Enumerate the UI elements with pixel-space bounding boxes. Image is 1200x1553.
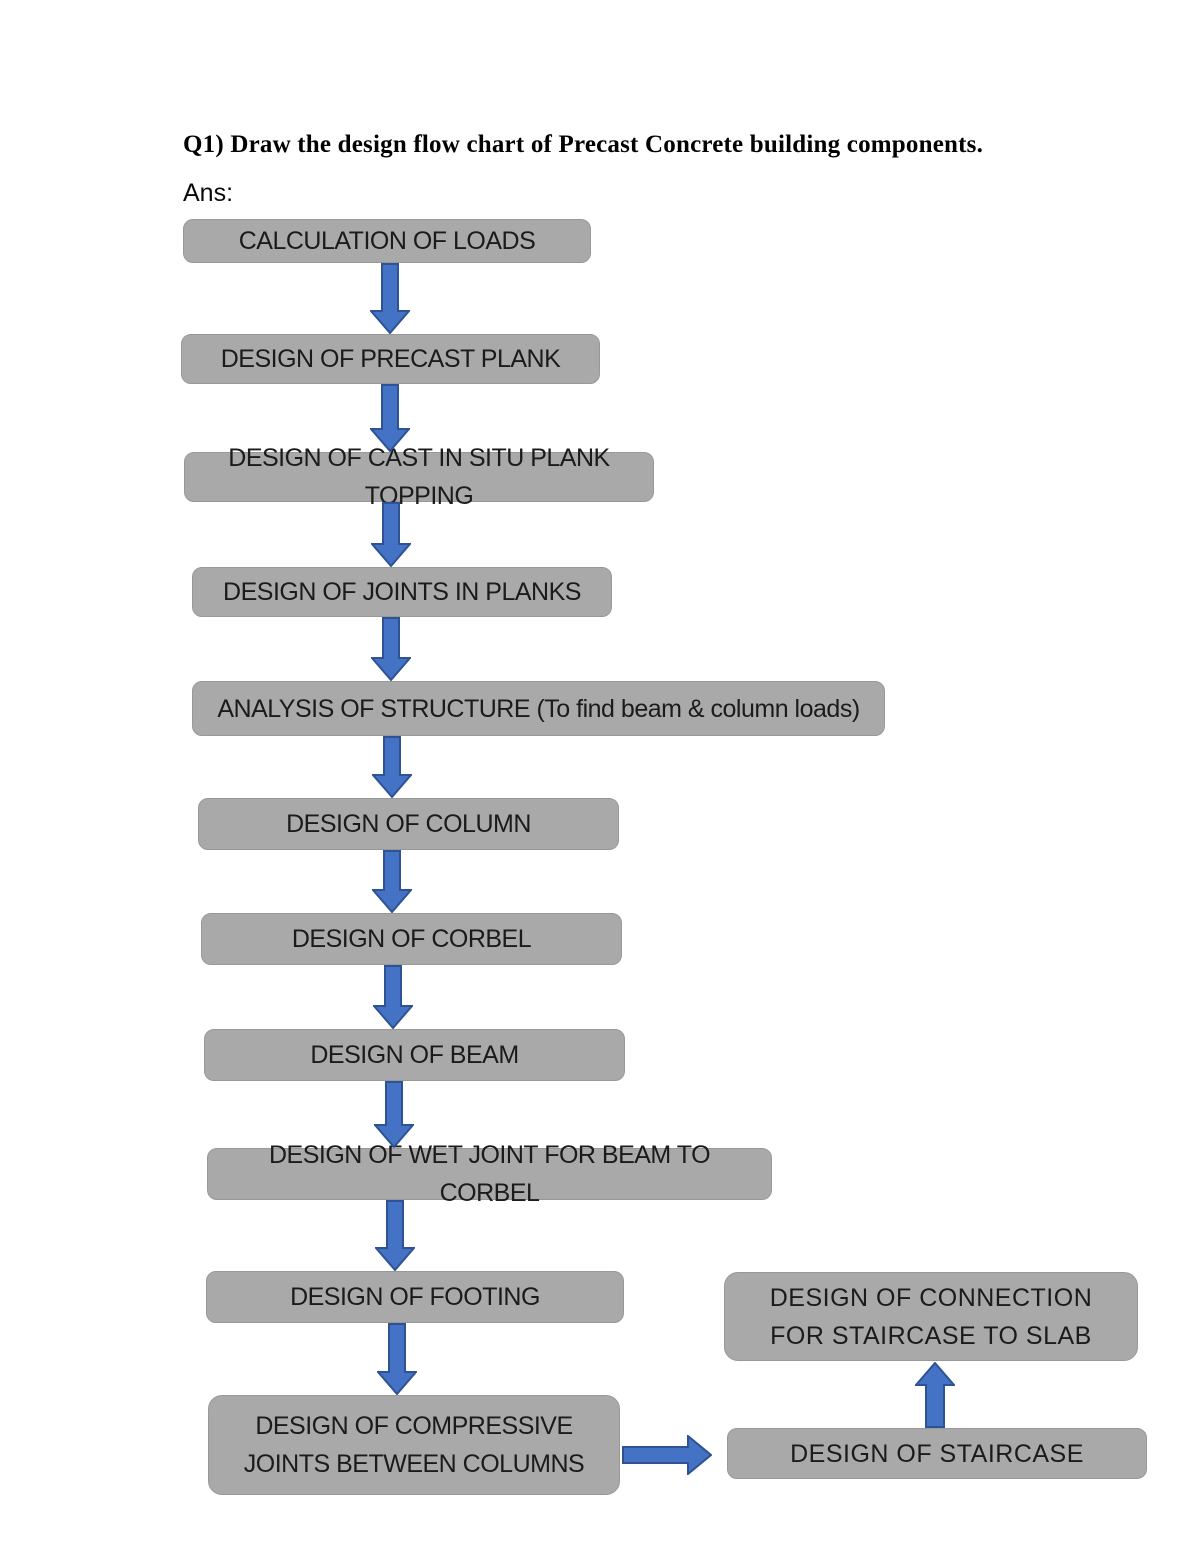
- flow-arrow-down-icon: [372, 850, 412, 913]
- flow-node-label: DESIGN OF JOINTS IN PLANKS: [223, 578, 581, 606]
- flow-arrow-up-icon: [915, 1362, 955, 1428]
- flow-arrow-right-icon: [622, 1435, 712, 1475]
- flow-node-design-of-staircase: DESIGN OF STAIRCASE: [727, 1428, 1147, 1479]
- flow-node-label: DESIGN OF COLUMN: [286, 810, 531, 838]
- flow-node-label: DESIGN OF WET JOINT FOR BEAM TO CORBEL: [268, 1141, 711, 1207]
- question-title: Q1) Draw the design flow chart of Precas…: [183, 131, 984, 158]
- flow-node-calculation-of-loads: CALCULATION OF LOADS: [183, 219, 591, 263]
- flow-node-design-of-cast-in-situ-plank-topping: DESIGN OF CAST IN SITU PLANK TOPPING: [184, 444, 654, 510]
- flow-arrow-down-icon: [370, 263, 410, 334]
- flow-arrow-down-icon: [373, 965, 413, 1029]
- flow-arrow-down-icon: [372, 736, 412, 798]
- flow-node-label: DESIGN OF STAIRCASE: [790, 1439, 1084, 1468]
- flow-arrow-down-icon: [377, 1323, 417, 1395]
- flow-node-design-of-column: DESIGN OF COLUMN: [198, 798, 619, 850]
- flow-node-label: ANALYSIS OF STRUCTURE (To find beam & co…: [217, 694, 860, 723]
- flow-node-design-of-wet-joint-for-beam-to-corbel: DESIGN OF WET JOINT FOR BEAM TO CORBEL: [207, 1141, 772, 1207]
- flow-node-label: DESIGN OF CONNECTION FOR STAIRCASE TO SL…: [769, 1283, 1093, 1350]
- answer-label: Ans:: [183, 179, 234, 207]
- flow-node-label: DESIGN OF CORBEL: [291, 925, 532, 953]
- flow-node-design-of-joints-in-planks: DESIGN OF JOINTS IN PLANKS: [192, 567, 612, 617]
- flow-node-analysis-of-structure: ANALYSIS OF STRUCTURE (To find beam & co…: [192, 681, 885, 736]
- flow-node-design-of-compressive-joints-between-columns: DESIGN OF COMPRESSIVE JOINTS BETWEEN COL…: [208, 1395, 620, 1495]
- flow-node-label: CALCULATION OF LOADS: [238, 227, 536, 255]
- flow-node-label: DESIGN OF COMPRESSIVE JOINTS BETWEEN COL…: [243, 1412, 585, 1478]
- flow-node-label: DESIGN OF BEAM: [310, 1041, 519, 1069]
- flow-node-label: DESIGN OF PRECAST PLANK: [220, 345, 561, 373]
- flow-node-design-of-corbel: DESIGN OF CORBEL: [201, 913, 622, 965]
- flow-node-label: DESIGN OF FOOTING: [290, 1283, 540, 1311]
- flow-arrow-down-icon: [371, 617, 411, 681]
- flow-node-design-of-connection-for-staircase-to-slab: DESIGN OF CONNECTION FOR STAIRCASE TO SL…: [724, 1272, 1138, 1361]
- flow-node-design-of-footing: DESIGN OF FOOTING: [206, 1271, 624, 1323]
- flow-node-design-of-precast-plank: DESIGN OF PRECAST PLANK: [181, 334, 600, 384]
- flow-node-design-of-beam: DESIGN OF BEAM: [204, 1029, 625, 1081]
- flow-node-label: DESIGN OF CAST IN SITU PLANK TOPPING: [228, 444, 610, 510]
